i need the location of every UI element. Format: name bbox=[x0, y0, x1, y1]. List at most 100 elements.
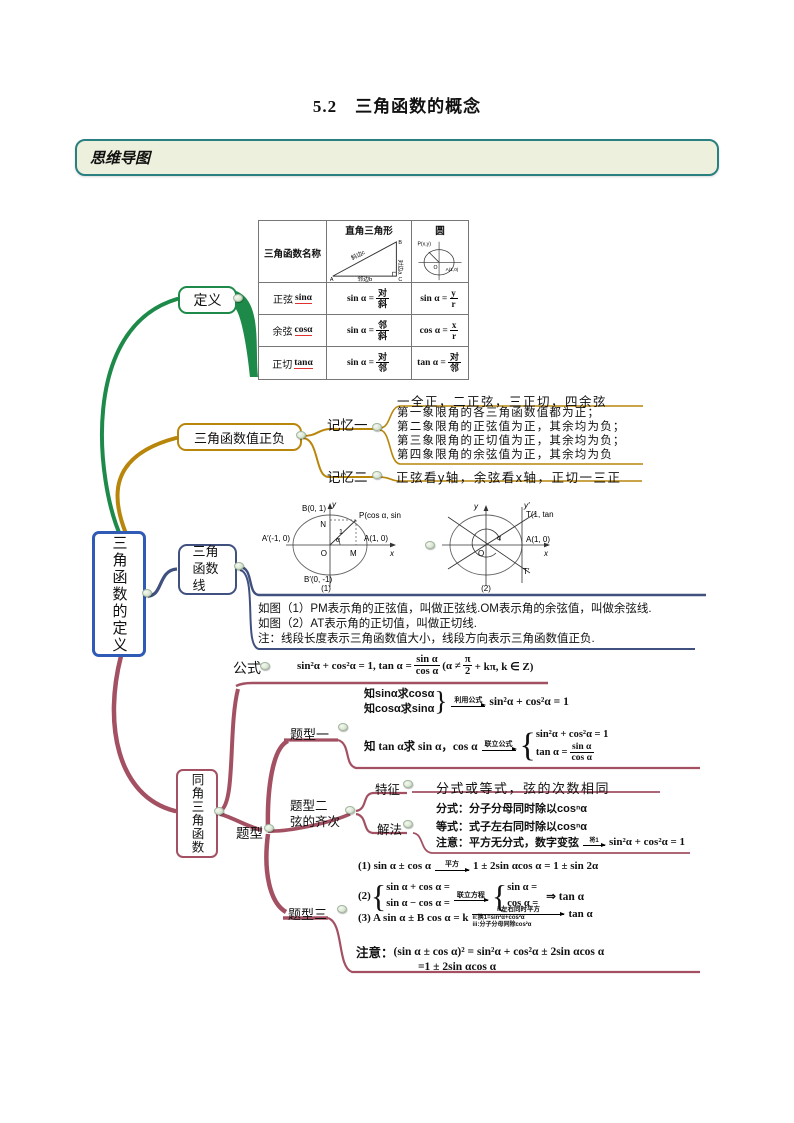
known-sin-find-cos: 知sinα求cosα bbox=[364, 688, 435, 700]
type-three-label: 题型三 bbox=[288, 907, 328, 922]
connector-knob bbox=[142, 589, 152, 597]
node-same-angle: 同角三角函数 bbox=[176, 769, 218, 858]
three-step-result: tan α bbox=[568, 908, 593, 920]
left-brace: { bbox=[491, 878, 508, 915]
d1-caption: (1) bbox=[321, 584, 331, 593]
type-three-note: 注意： (sin α ± cos α)² = sin²α + cos²α ± 2… bbox=[356, 945, 605, 961]
d1-y-axis-label: y bbox=[331, 500, 337, 509]
method-label: 解法 bbox=[377, 823, 403, 837]
combine-formula-arrow: 联立公式 bbox=[481, 741, 517, 752]
connector-knob bbox=[337, 905, 347, 913]
table-row-tangent-circle-formula: tan α = 对邻 bbox=[417, 352, 461, 373]
node-definition-label: 定义 bbox=[193, 292, 222, 308]
memory-two-label: 记忆二 bbox=[327, 470, 368, 485]
section-header-label: 思维导图 bbox=[90, 151, 151, 167]
simultaneous-equations-arrow: 联立方程 bbox=[453, 892, 489, 902]
turn-one-arrow: 将1 bbox=[583, 838, 606, 847]
type-three-line-1: (1) sin α ± cos α 平方 1 ± 2sin αcos α = 1… bbox=[358, 860, 599, 872]
triangle-vertex-c: C bbox=[398, 277, 402, 282]
mini-circle-a-label: A(1,0) bbox=[446, 267, 459, 272]
table-row-sine-triangle-formula: sin α = 对斜 bbox=[327, 283, 412, 315]
type-one-label: 题型一 bbox=[290, 727, 330, 742]
mini-circle-p-label: P(x,y) bbox=[418, 241, 432, 247]
section-header-box: 思维导图 bbox=[75, 139, 719, 176]
connector-knob bbox=[264, 824, 274, 832]
table-row-tangent-triangle-formula: sin α = 对邻 bbox=[327, 347, 412, 379]
connector-knob bbox=[260, 662, 270, 670]
d1-point-p: P(cos α, sin α) bbox=[359, 511, 402, 520]
node-same-angle-label: 同角三角函数 bbox=[189, 773, 204, 854]
d1-point-b-prime: B′(0, -1) bbox=[304, 575, 333, 584]
triangle-opp-label: 对边a bbox=[396, 260, 404, 276]
unit-circle-mini-diagram: P(x,y) O A(1,0) bbox=[418, 241, 462, 281]
connector-knob bbox=[234, 562, 244, 570]
d1-point-a: A(1, 0) bbox=[364, 534, 388, 543]
node-sign-values-label: 三角函数值正负 bbox=[193, 430, 285, 446]
d1-x-axis-label: x bbox=[389, 549, 395, 558]
trig-lines-notes: 如图（1）PM表示角的正弦值，叫做正弦线.OM表示角的余弦值，叫做余弦线. 如图… bbox=[258, 602, 652, 646]
d1-point-a-prime: A′(-1, 0) bbox=[262, 534, 291, 543]
right-brace: } bbox=[434, 686, 448, 717]
method-fraction-rule: 分式：分子分母同时除以cosⁿα bbox=[436, 803, 588, 815]
connector-knob bbox=[403, 780, 413, 788]
problem-types-label: 题型 bbox=[236, 826, 263, 841]
definition-table: 三角函数名称 直角三角形 A B C 斜边c 对边a 邻边b 圆 P(x,y) … bbox=[258, 220, 469, 380]
mini-circle-o-label: O bbox=[433, 265, 437, 271]
d1-point-n: N bbox=[320, 520, 326, 529]
axis-rule-line: 正弦看y轴，余弦看x轴，正切一三正 bbox=[396, 471, 622, 485]
method-equation-rule: 等式：式子左右同时除以cosⁿα bbox=[436, 821, 588, 833]
connector-knob bbox=[425, 541, 435, 549]
d1-point-m: M bbox=[350, 549, 357, 558]
d1-origin: O bbox=[321, 549, 327, 558]
sign-rule-line: 一全正，二正弦，三正切，四余弦 bbox=[397, 395, 608, 409]
connector-knob bbox=[403, 820, 413, 828]
d2-point-t-prime: T′ bbox=[523, 567, 530, 576]
square-arrow: 平方 bbox=[435, 861, 471, 872]
d2-y-axis-label: y bbox=[473, 502, 479, 511]
memory-one-label: 记忆一 bbox=[327, 418, 368, 433]
type-two-label: 题型二 弦的齐次 bbox=[290, 799, 341, 829]
connector-knob bbox=[372, 423, 382, 431]
trig-lines-diagram-1: y B(0, 1) N P(cos α, sin α) A′(-1, 0) A(… bbox=[262, 500, 402, 593]
table-row-cosine-name: 余弦 cosα bbox=[259, 315, 327, 347]
system-identity: sin²α + cos²α = 1 bbox=[535, 729, 609, 740]
feature-label: 特征 bbox=[375, 783, 401, 797]
quadrant-rule-4: 第四象限角的余弦值为正，其余均为负 bbox=[397, 448, 613, 461]
d2-point-t: T(1, tan α) bbox=[526, 510, 556, 519]
type-three-line-3: (3) A sin α ± B cos α = k i:左右同时平方 ii:换1… bbox=[358, 906, 593, 929]
d2-origin: O bbox=[478, 549, 484, 558]
type-three-line-2: (2) { sin α + cos α = sin α − cos α = 联立… bbox=[358, 878, 585, 915]
d1-point-b: B(0, 1) bbox=[302, 504, 326, 513]
node-definition: 定义 bbox=[178, 286, 237, 314]
type-three-note-continued: =1 ± 2sin αcos α bbox=[418, 961, 497, 973]
quadrant-rules-block: 第一象限角的各三角函数值都为正； 第二象限角的正弦值为正，其余均为负； 第三象限… bbox=[397, 407, 626, 463]
quadrant-rule-3: 第三象限角的正切值为正，其余均为负； bbox=[397, 434, 626, 447]
table-header-circle: 圆 P(x,y) O A(1,0) bbox=[412, 221, 468, 283]
use-formula-arrow: 利用公式 bbox=[451, 697, 487, 708]
triangle-vertex-a: A bbox=[330, 277, 334, 282]
quadrant-rule-2: 第二象限角的正弦值为正，其余均为负； bbox=[397, 420, 626, 433]
table-row-cosine-triangle-formula: sin α = 邻斜 bbox=[327, 315, 412, 347]
root-node-label: 三角函数的定义 bbox=[110, 534, 128, 654]
d2-y-prime-label: y′ bbox=[523, 501, 530, 510]
table-row-sine-name: 正弦 sinα bbox=[259, 283, 327, 315]
sine-symbol: sinα bbox=[295, 293, 312, 304]
trig-lines-diagram-2: y y′ T(1, tan α) A(1, 0) O T′ α x (2) bbox=[442, 501, 556, 593]
table-row-tangent-name: 正切 tanα bbox=[259, 347, 327, 379]
implies-tan: ⇒ tan α bbox=[546, 891, 585, 904]
tangent-symbol: tanα bbox=[294, 357, 313, 369]
connector-knob bbox=[214, 807, 224, 815]
connector-knob bbox=[296, 431, 306, 439]
identity-result: sin²α + cos²α = 1 bbox=[489, 695, 569, 708]
left-brace: { bbox=[370, 878, 387, 915]
d1-radius-one: 1 bbox=[339, 529, 343, 536]
feature-content: 分式或等式，弦的次数相同 bbox=[436, 781, 611, 796]
d2-point-a: A(1, 0) bbox=[526, 535, 550, 544]
node-sign-values: 三角函数值正负 bbox=[177, 423, 302, 451]
d2-caption: (2) bbox=[481, 584, 491, 593]
connector-knob bbox=[345, 806, 355, 814]
node-trig-lines-label: 三角函数线 bbox=[192, 544, 219, 593]
